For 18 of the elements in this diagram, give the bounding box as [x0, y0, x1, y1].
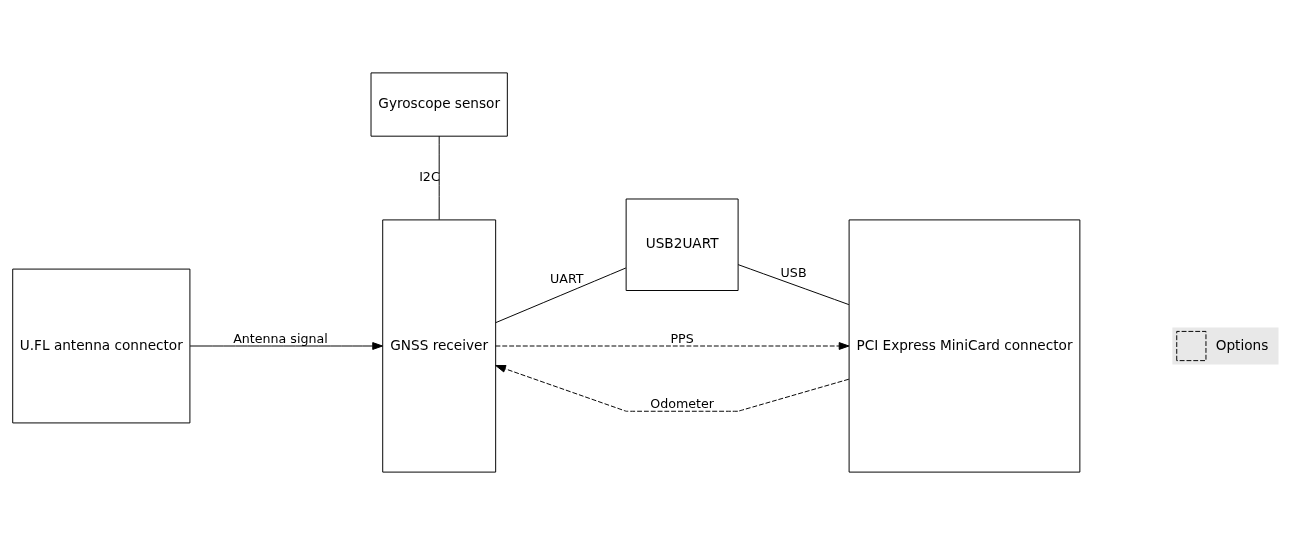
edge-label: Odometer [650, 395, 714, 411]
edge-label: I2C [419, 168, 440, 184]
arrow [495, 341, 850, 350]
edge-label: UART [549, 270, 584, 286]
node-box: USB2UART [625, 198, 739, 291]
arrow [189, 341, 383, 350]
edge-label: PPS [670, 330, 694, 346]
node-box: GNSS receiver [382, 218, 497, 473]
edge-label: USB [780, 264, 807, 280]
arrow [495, 364, 850, 412]
legend-label: Options [1215, 336, 1269, 353]
edge-label: Antenna signal [233, 330, 328, 346]
connector [495, 267, 627, 323]
node-box: Gyroscope sensor [370, 71, 508, 137]
connector [737, 263, 850, 305]
node-box: PCI Express MiniCard connector [848, 218, 1081, 473]
node-box: U.FL antenna connector [12, 268, 191, 423]
connector [438, 135, 440, 220]
